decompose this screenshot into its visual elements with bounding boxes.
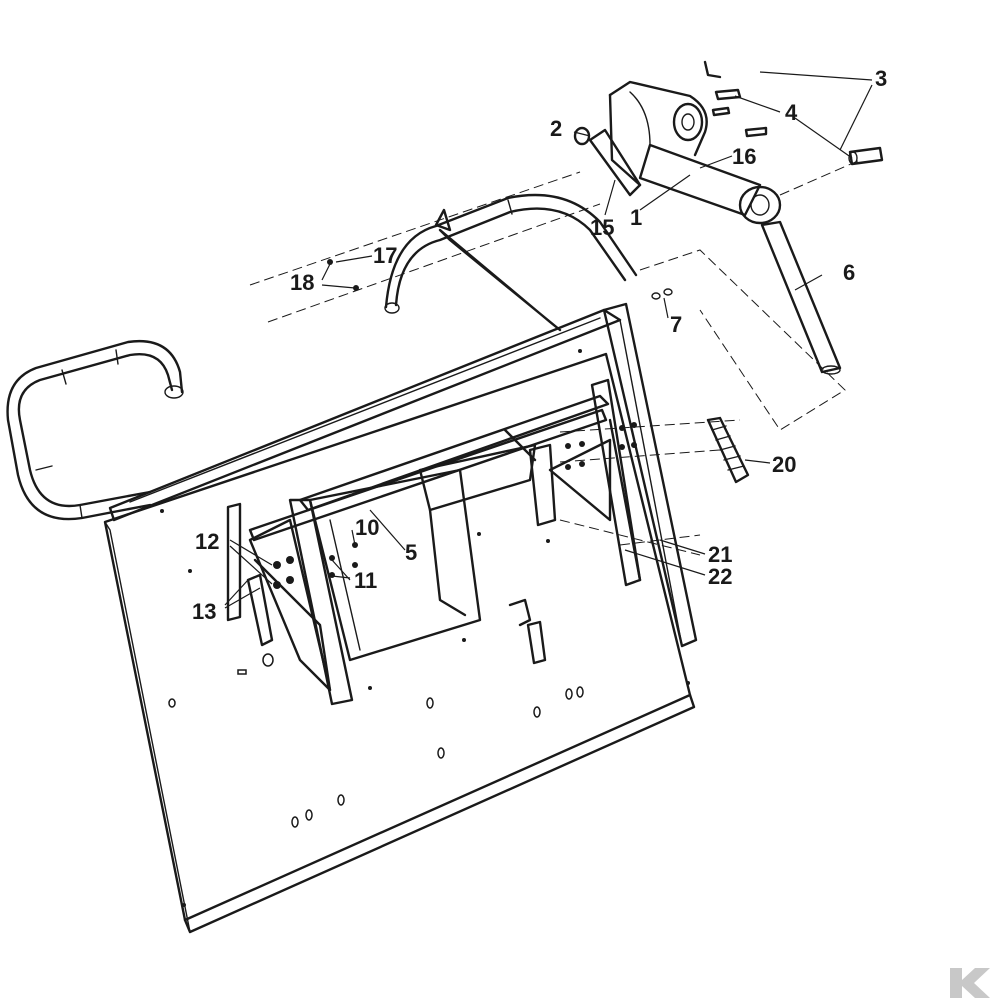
plate-holes: [160, 349, 690, 907]
assembly-lines: [249, 159, 861, 556]
callout-6: 6: [843, 260, 855, 285]
callout-22: 22: [708, 564, 732, 589]
callout-10: 10: [355, 515, 379, 540]
front-handle: [6, 339, 184, 521]
callout-labels: 3 4 2 16 1 15 17 18 6 7 20 10 5 12 11 13…: [192, 66, 887, 624]
rear-handle: [384, 193, 638, 332]
callout-20: 20: [772, 452, 796, 477]
callout-7: 7: [670, 312, 682, 337]
callout-16: 16: [732, 144, 756, 169]
callout-13: 13: [192, 599, 216, 624]
callout-5: 5: [405, 540, 417, 565]
right-bracket: [528, 378, 642, 587]
main-plate: [103, 349, 696, 934]
logo-watermark-icon: [950, 968, 990, 998]
callout-17: 17: [373, 243, 397, 268]
actuator-assembly: [588, 80, 842, 375]
callout-21: 21: [708, 542, 732, 567]
callout-11: 11: [354, 568, 377, 593]
leader-lines: [224, 71, 873, 609]
left-bracket: [226, 498, 354, 706]
callout-4: 4: [785, 100, 798, 125]
callout-15: 15: [590, 215, 614, 240]
frame-bars: [108, 302, 698, 648]
hardware-parts: [327, 60, 884, 484]
center-panel: [308, 428, 547, 665]
callout-3: 3: [875, 66, 887, 91]
callout-12: 12: [195, 529, 219, 554]
callout-1: 1: [630, 205, 642, 230]
callout-2: 2: [550, 116, 562, 141]
callout-18: 18: [290, 270, 314, 295]
